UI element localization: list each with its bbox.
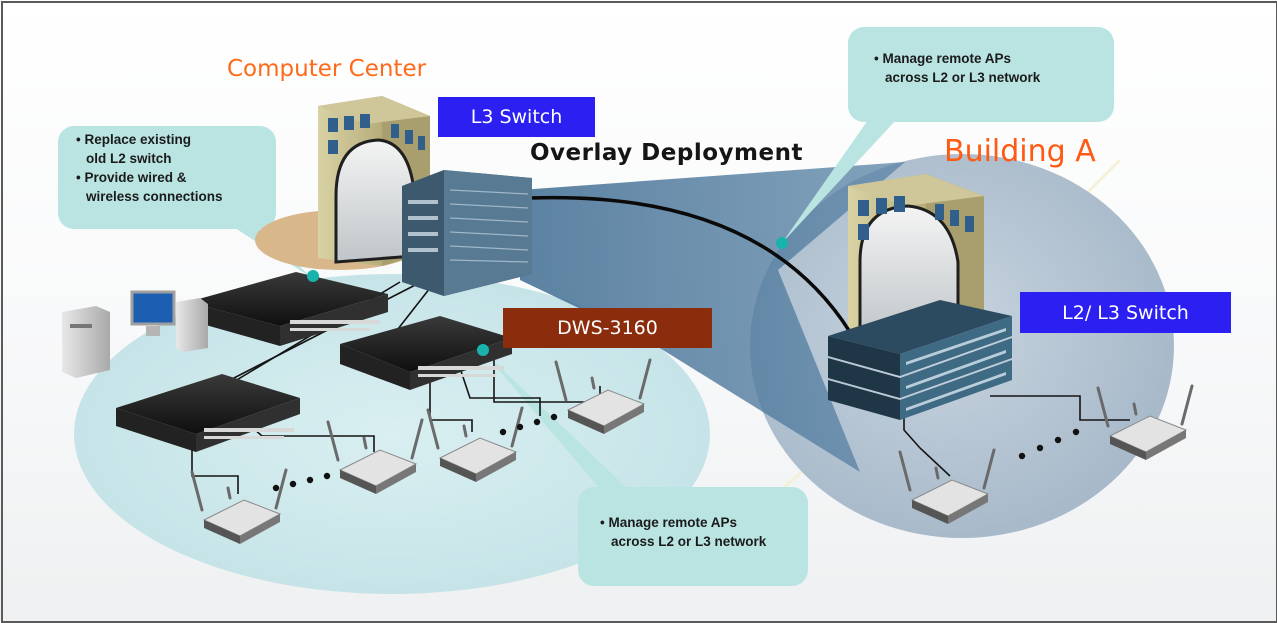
access-points	[190, 358, 1194, 544]
desktop-computers	[62, 290, 208, 378]
stacked-switches	[828, 300, 1012, 420]
computer-center-building	[255, 96, 430, 270]
computer-center-label: Computer Center	[227, 56, 427, 82]
callout-manage-aps-bottom: • Manage remote APs across L2 or L3 netw…	[600, 513, 766, 551]
edge-switches	[116, 272, 512, 452]
overlay-deployment-label: Overlay Deployment	[530, 140, 803, 166]
callout-line: across L2 or L3 network	[611, 534, 767, 549]
core-chassis-switch	[402, 170, 532, 296]
callout-replace-switch: • Replace existing old L2 switch • Provi…	[76, 130, 223, 206]
callout-line: • Manage remote APs	[874, 51, 1012, 66]
callout-line: • Replace existing	[76, 132, 192, 147]
dws-3160-tag: DWS-3160	[503, 308, 712, 348]
overlay-link	[529, 195, 852, 333]
overlay-beam	[520, 162, 905, 472]
callout-line: • Provide wired &	[76, 170, 187, 185]
ellipsis-dots	[272, 413, 1080, 492]
l3-switch-tag: L3 Switch	[438, 97, 595, 137]
l2-l3-switch-tag: L2/ L3 Switch	[1020, 292, 1231, 333]
callout-manage-aps-top: • Manage remote APs across L2 or L3 netw…	[874, 49, 1040, 87]
callout-line: wireless connections	[86, 189, 223, 204]
callout-line: old L2 switch	[86, 151, 172, 166]
callout-dots	[307, 237, 788, 356]
callout-line: • Manage remote APs	[600, 515, 738, 530]
building-a-label: Building A	[944, 134, 1096, 169]
callout-line: across L2 or L3 network	[885, 70, 1041, 85]
